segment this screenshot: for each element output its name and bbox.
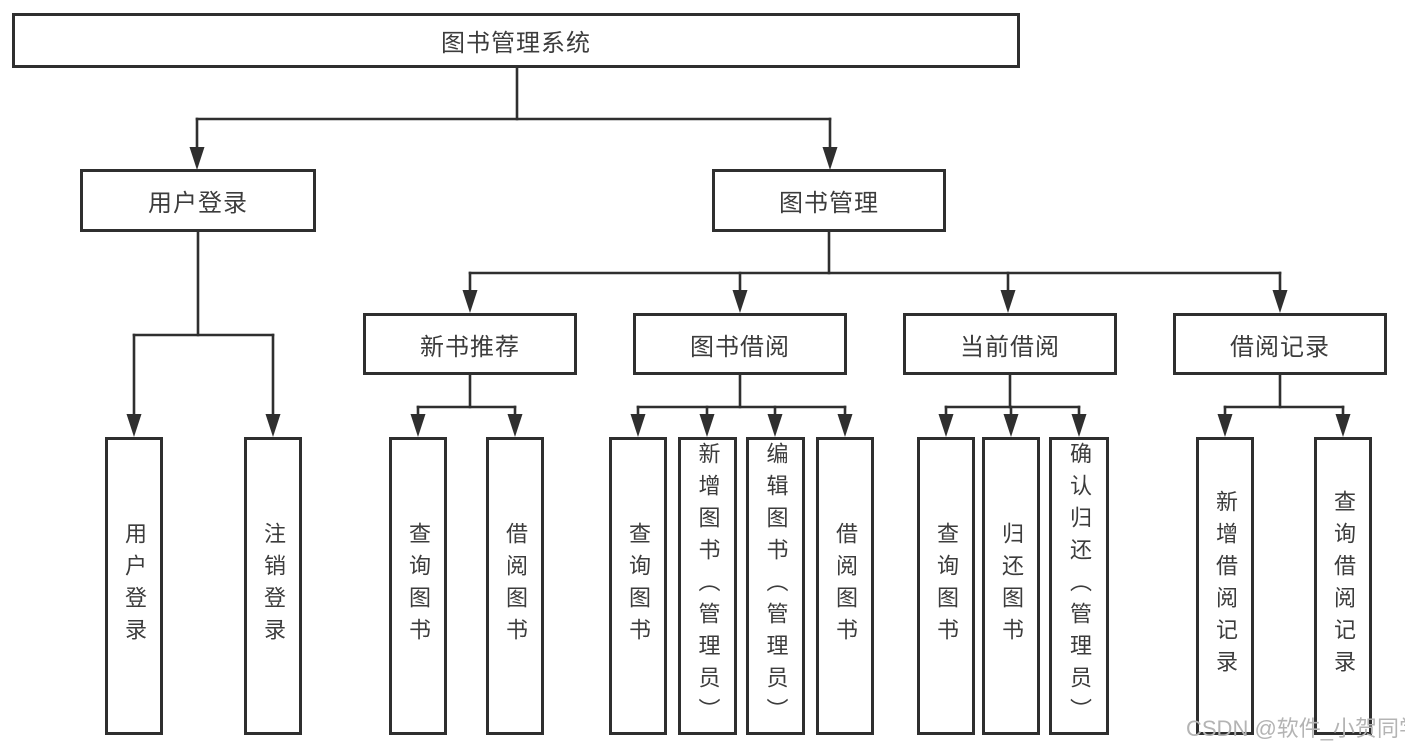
node-label: 查询图书 bbox=[934, 522, 959, 650]
node-label: 新书推荐 bbox=[420, 333, 520, 361]
arrow-down-icon bbox=[822, 147, 838, 170]
arrow-down-icon bbox=[507, 414, 523, 437]
leaf-add-borrow-record: 新增借阅记录 bbox=[1196, 437, 1254, 735]
leaf-query-books-borrowing: 查询图书 bbox=[609, 437, 667, 735]
node-library-management-system: 图书管理系统 bbox=[12, 13, 1020, 68]
leaf-query-borrow-record: 查询借阅记录 bbox=[1314, 437, 1372, 735]
node-book-borrowing: 图书借阅 bbox=[633, 313, 847, 375]
node-label: 注销登录 bbox=[261, 522, 286, 650]
node-new-book-recommendation: 新书推荐 bbox=[363, 313, 577, 375]
node-label: 图书管理 bbox=[779, 190, 879, 217]
node-label: 查询图书 bbox=[626, 522, 651, 650]
root-connector bbox=[195, 66, 832, 152]
arrow-down-icon bbox=[189, 147, 205, 170]
arrow-down-icon bbox=[1272, 290, 1288, 313]
leaf-query-books-current: 查询图书 bbox=[917, 437, 975, 735]
node-label: 当前借阅 bbox=[960, 333, 1060, 361]
arrow-down-icon bbox=[732, 290, 748, 313]
csdn-watermark: CSDN @软件_小贺同学 bbox=[1186, 716, 1405, 741]
leaf-add-books-admin: 新增图书（管理员） bbox=[678, 437, 737, 735]
node-user-login: 用户登录 bbox=[80, 169, 316, 232]
leaf-edit-books-admin: 编辑图书（管理员） bbox=[746, 437, 805, 735]
node-label: 借阅图书 bbox=[503, 522, 528, 650]
leaf-borrow-books-recommendation: 借阅图书 bbox=[486, 437, 544, 735]
node-label: 查询图书 bbox=[406, 522, 431, 650]
node-label: 借阅记录 bbox=[1230, 333, 1330, 361]
node-label: 用户登录 bbox=[148, 190, 248, 217]
node-label: 确认归还（管理员） bbox=[1067, 442, 1092, 730]
node-label: 新增图书（管理员） bbox=[695, 442, 721, 730]
arrow-down-icon bbox=[630, 414, 646, 437]
leaf-user-login: 用户登录 bbox=[105, 437, 163, 735]
leaf-confirm-return-admin: 确认归还（管理员） bbox=[1049, 437, 1109, 735]
arrow-down-icon bbox=[1071, 414, 1087, 437]
node-borrowing-records: 借阅记录 bbox=[1173, 313, 1387, 375]
book-borrowing-connector bbox=[636, 373, 847, 418]
arrow-down-icon bbox=[462, 290, 478, 313]
arrow-down-icon bbox=[410, 414, 426, 437]
node-label: 查询借阅记录 bbox=[1331, 490, 1356, 682]
new-book-recommendation-connector bbox=[416, 373, 517, 418]
current-borrowing-connector bbox=[944, 373, 1081, 418]
arrow-down-icon bbox=[837, 414, 853, 437]
arrow-down-icon bbox=[265, 414, 281, 437]
user-login-connector bbox=[132, 230, 275, 418]
leaf-logout: 注销登录 bbox=[244, 437, 302, 735]
node-label: 编辑图书（管理员） bbox=[763, 442, 789, 730]
node-book-management: 图书管理 bbox=[712, 169, 946, 232]
leaf-query-books-recommendation: 查询图书 bbox=[389, 437, 447, 735]
node-label: 用户登录 bbox=[122, 522, 147, 650]
node-label: 图书管理系统 bbox=[441, 30, 591, 57]
arrow-down-icon bbox=[1217, 414, 1233, 437]
borrowing-records-connector bbox=[1223, 373, 1345, 418]
node-label: 图书借阅 bbox=[690, 333, 790, 361]
arrow-down-icon bbox=[1335, 414, 1351, 437]
arrow-down-icon bbox=[938, 414, 954, 437]
leaf-return-books: 归还图书 bbox=[982, 437, 1040, 735]
node-label: 新增借阅记录 bbox=[1213, 490, 1238, 682]
node-label: 归还图书 bbox=[999, 522, 1024, 650]
node-current-borrowing: 当前借阅 bbox=[903, 313, 1117, 375]
node-label: 借阅图书 bbox=[833, 522, 858, 650]
arrow-down-icon bbox=[1000, 290, 1016, 313]
book-management-connector bbox=[468, 230, 1282, 295]
arrow-down-icon bbox=[699, 414, 715, 437]
leaf-borrow-books: 借阅图书 bbox=[816, 437, 874, 735]
arrow-down-icon bbox=[767, 414, 783, 437]
arrow-down-icon bbox=[1003, 414, 1019, 437]
arrow-down-icon bbox=[126, 414, 142, 437]
